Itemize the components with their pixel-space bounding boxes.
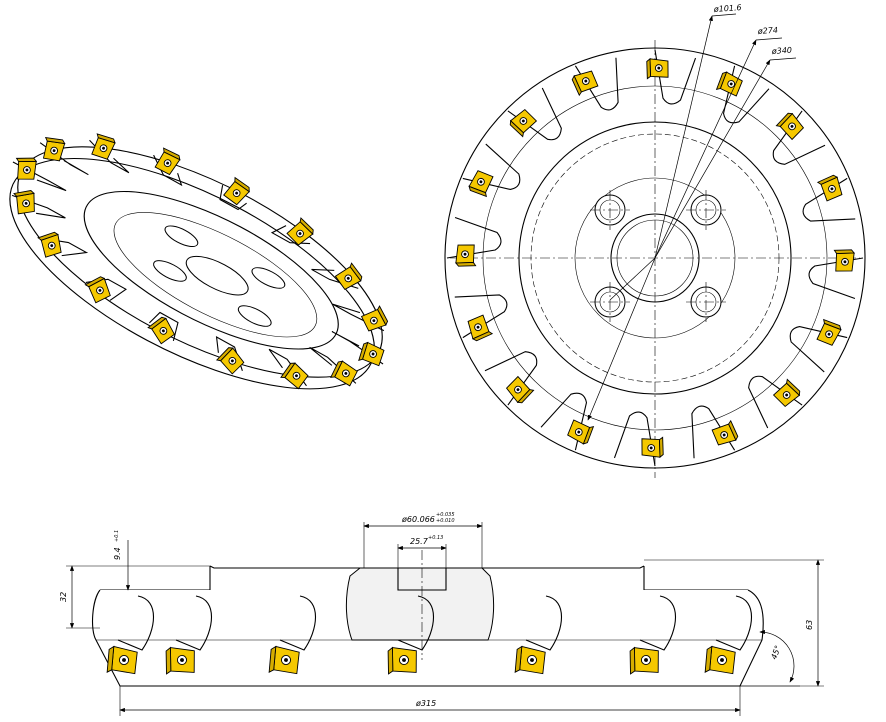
square-carbide-insert-icon xyxy=(629,646,659,675)
square-carbide-insert-icon xyxy=(42,136,66,162)
dim-diameter-label: ø315 xyxy=(415,699,436,708)
dim-outer-label: ø101.6 xyxy=(713,3,742,14)
dim-bore-tol-lower: +0.010 xyxy=(436,518,455,524)
square-carbide-insert-icon xyxy=(165,646,195,675)
front-view: ø101.6 ø274 ø340 xyxy=(444,3,866,478)
dim-height-right-label: 63 xyxy=(805,620,814,630)
dim-height-left-label: 32 xyxy=(59,592,68,602)
square-carbide-insert-icon xyxy=(387,646,417,675)
square-carbide-insert-icon xyxy=(360,305,389,332)
square-carbide-insert-icon xyxy=(223,176,250,206)
square-carbide-insert-icon xyxy=(268,645,300,675)
square-carbide-insert-icon xyxy=(468,170,494,198)
square-carbide-insert-icon xyxy=(358,341,385,367)
square-carbide-insert-icon xyxy=(646,57,669,80)
dim-bore-label: ø60.066 xyxy=(401,515,435,524)
square-carbide-insert-icon xyxy=(467,314,494,342)
dim-inner-label: ø340 xyxy=(771,46,793,56)
square-carbide-insert-icon xyxy=(641,436,664,459)
bolt-hole-icon xyxy=(251,267,286,289)
square-carbide-insert-icon xyxy=(15,157,38,180)
side-section-view: ø60.066 +0.035 +0.010 25.7 +0.13 9.4 +0.… xyxy=(59,512,824,716)
square-carbide-insert-icon xyxy=(154,147,181,176)
bolt-hole-icon xyxy=(237,305,272,327)
dim-mid-label: ø274 xyxy=(757,26,779,36)
square-carbide-insert-icon xyxy=(505,375,535,404)
square-carbide-insert-icon xyxy=(711,419,739,446)
square-carbide-insert-icon xyxy=(833,249,856,272)
dim-keydepth-label: 9.4 xyxy=(113,547,122,560)
square-carbide-insert-icon xyxy=(13,190,35,215)
square-carbide-insert-icon xyxy=(571,70,599,97)
square-carbide-insert-icon xyxy=(514,645,546,675)
dim-bore-tol-upper: +0.035 xyxy=(436,512,455,518)
square-carbide-insert-icon xyxy=(454,244,477,267)
isometric-view xyxy=(9,133,389,390)
bolt-hole-icon xyxy=(153,260,187,282)
dim-keyway-tol: +0.13 xyxy=(428,535,443,541)
square-carbide-insert-icon xyxy=(816,174,843,202)
square-carbide-insert-icon xyxy=(91,133,116,160)
square-carbide-insert-icon xyxy=(84,276,111,304)
dim-keyway-label: 25.7 xyxy=(410,537,429,546)
square-carbide-insert-icon xyxy=(280,362,309,390)
square-carbide-insert-icon xyxy=(106,645,138,675)
square-carbide-insert-icon xyxy=(715,71,743,97)
square-carbide-insert-icon xyxy=(775,112,805,141)
square-carbide-insert-icon xyxy=(567,419,595,445)
square-carbide-insert-icon xyxy=(816,318,842,346)
square-carbide-insert-icon xyxy=(286,217,314,246)
square-carbide-insert-icon xyxy=(509,108,538,138)
square-carbide-insert-icon xyxy=(147,316,175,345)
square-carbide-insert-icon xyxy=(330,360,358,387)
square-carbide-insert-icon xyxy=(772,378,801,408)
dim-angle-label: 45° xyxy=(769,644,782,660)
bolt-hole-icon xyxy=(164,225,199,247)
square-carbide-insert-icon xyxy=(215,347,245,375)
square-carbide-insert-icon xyxy=(704,645,736,675)
square-carbide-insert-icon xyxy=(37,231,62,258)
dim-keydepth-tol: +0.1 xyxy=(114,530,120,542)
square-carbide-insert-icon xyxy=(334,262,363,290)
